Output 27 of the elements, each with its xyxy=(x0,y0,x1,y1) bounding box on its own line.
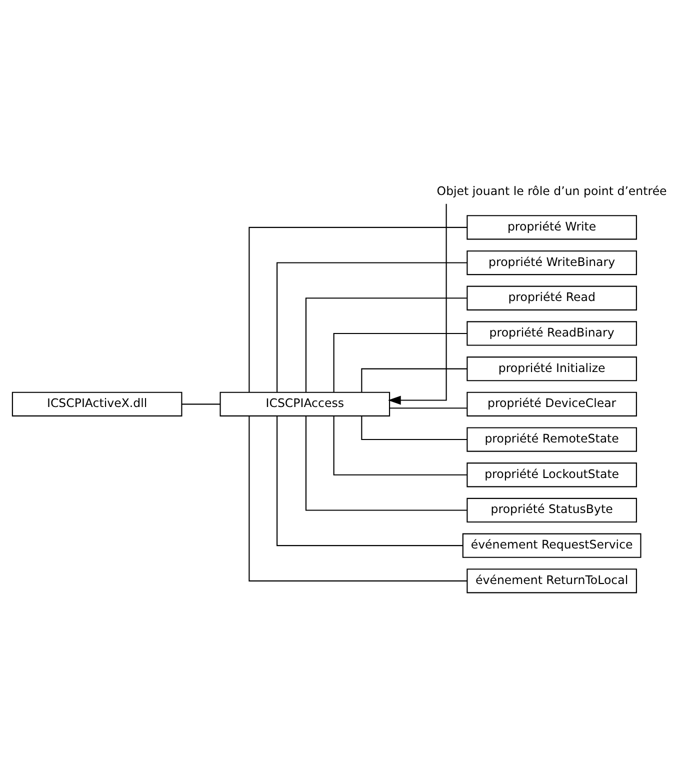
connector xyxy=(276,416,463,546)
node-box: propriété Read xyxy=(466,285,637,310)
connector xyxy=(305,297,467,392)
node-box: propriété Write xyxy=(466,214,637,240)
node-box: propriété StatusByte xyxy=(466,497,637,522)
connector xyxy=(361,416,468,440)
node-box: ICSCPIActiveX.dll xyxy=(12,391,182,416)
node-box: propriété LockoutState xyxy=(466,462,637,487)
connector xyxy=(361,368,468,392)
node-box: événement ReturnToLocal xyxy=(466,568,637,593)
connector xyxy=(182,403,220,404)
node-box: propriété ReadBinary xyxy=(466,320,637,346)
connector xyxy=(248,226,468,392)
node-box: propriété DeviceClear xyxy=(466,391,637,416)
node-box: propriété Initialize xyxy=(466,356,637,381)
connector xyxy=(390,407,467,408)
connector xyxy=(333,416,467,475)
node-text: Objet jouant le rôle d’un point d’entrée xyxy=(436,184,667,198)
arrow xyxy=(388,203,447,404)
node-box: propriété WriteBinary xyxy=(466,250,637,275)
connector xyxy=(276,262,468,392)
node-box: propriété RemoteState xyxy=(466,426,637,452)
connector xyxy=(248,416,468,581)
connector xyxy=(333,332,467,392)
connector xyxy=(305,416,467,510)
node-box: événement RequestService xyxy=(462,532,642,558)
node-box: ICSCPIAccess xyxy=(220,391,390,416)
